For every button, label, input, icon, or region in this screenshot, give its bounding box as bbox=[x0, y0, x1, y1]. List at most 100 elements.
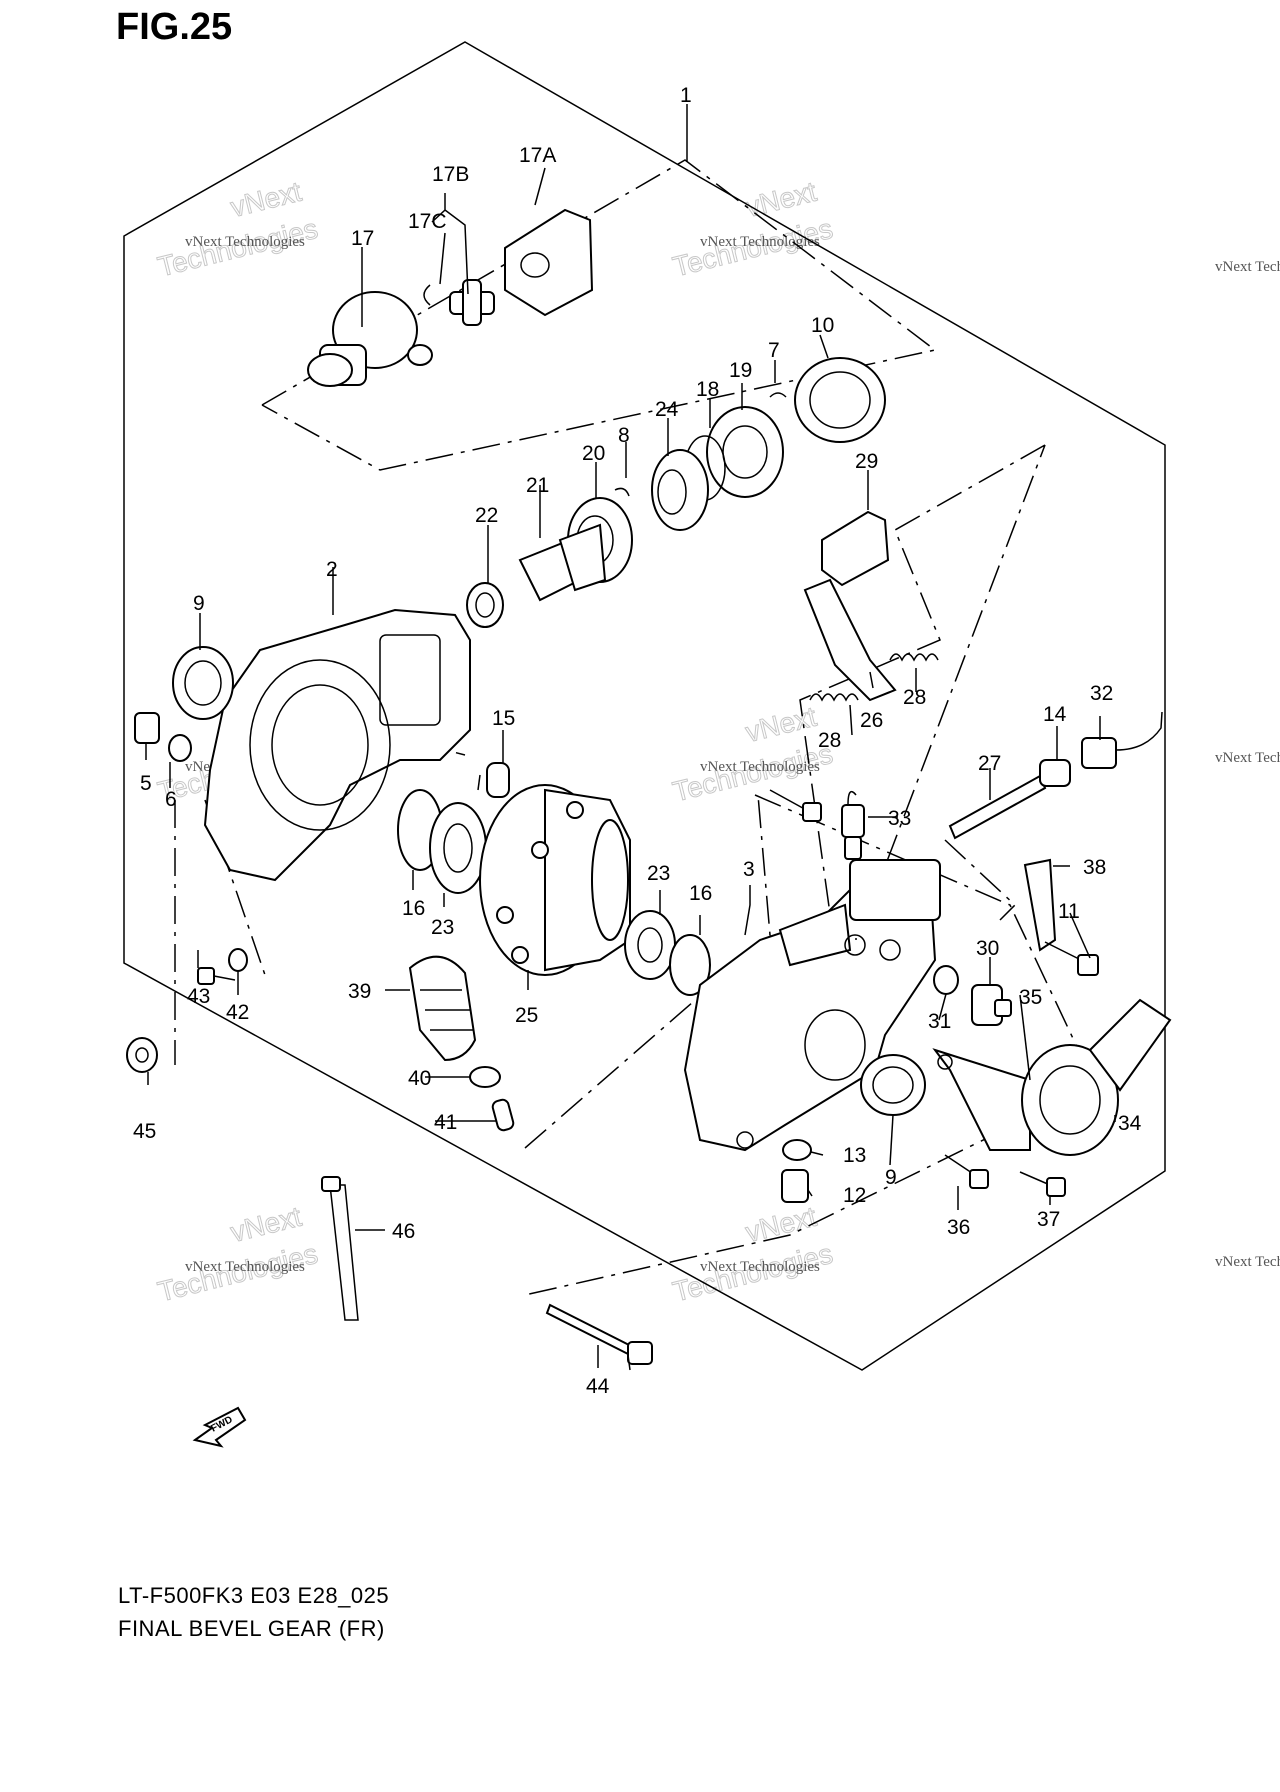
callout-38: 38 bbox=[1083, 856, 1106, 879]
callout-39: 39 bbox=[348, 980, 371, 1003]
callout-3: 3 bbox=[743, 858, 755, 881]
watermark-big-text: vNext bbox=[742, 1201, 819, 1248]
leader-lines bbox=[145, 104, 1116, 1371]
part-38-bracket bbox=[1023, 858, 1057, 952]
callout-42: 42 bbox=[226, 1001, 249, 1024]
callout-40: 40 bbox=[408, 1067, 431, 1090]
part-28-springs bbox=[809, 653, 939, 702]
part-35-actuator-bracket bbox=[932, 1048, 1031, 1151]
watermark-text: vNext Technologies bbox=[185, 1259, 305, 1275]
part-27-shift-rod bbox=[948, 774, 1047, 840]
callout-31: 31 bbox=[928, 1010, 951, 1033]
part-30-connector bbox=[971, 984, 1012, 1026]
callout-18: 18 bbox=[696, 378, 719, 401]
guide-line bbox=[524, 794, 771, 1149]
part-31-o-ring bbox=[933, 965, 959, 995]
part-33-switch bbox=[841, 790, 865, 860]
callout-25: 25 bbox=[515, 1004, 538, 1027]
callout-17c: 17C bbox=[408, 210, 447, 233]
part-10-oil-seal bbox=[794, 357, 886, 443]
part-16-shim bbox=[669, 934, 711, 996]
part-25-ring-gear-assembly bbox=[479, 784, 631, 976]
guide-line bbox=[477, 774, 481, 791]
part-21-pinion bbox=[518, 523, 607, 602]
part-39-boot bbox=[408, 955, 477, 1062]
watermark-big-text: vNext bbox=[742, 701, 819, 748]
callout-6: 6 bbox=[165, 788, 177, 811]
part-11-bolt bbox=[1044, 941, 1099, 976]
callout-2: 2 bbox=[326, 558, 338, 581]
part-3-main-housing bbox=[683, 859, 941, 1152]
callout-17a: 17A bbox=[519, 144, 556, 167]
callout-41: 41 bbox=[434, 1111, 457, 1134]
part-46-hose-clip bbox=[321, 1176, 359, 1321]
callout-28-left: 28 bbox=[818, 729, 841, 752]
callout-24: 24 bbox=[655, 398, 679, 421]
part-36-bolt bbox=[944, 1154, 989, 1189]
guide-line bbox=[204, 799, 266, 976]
callout-11: 11 bbox=[1058, 900, 1080, 923]
callout-15: 15 bbox=[492, 707, 515, 730]
callout-28-right: 28 bbox=[903, 686, 926, 709]
callout-44: 44 bbox=[586, 1375, 610, 1398]
callout-37: 37 bbox=[1037, 1208, 1060, 1231]
watermark-text: vNext Technologies bbox=[700, 759, 820, 775]
callout-10: 10 bbox=[811, 314, 834, 337]
callout-35: 35 bbox=[1019, 986, 1042, 1009]
part-34-actuator-motor bbox=[1021, 998, 1172, 1156]
callout-20: 20 bbox=[582, 442, 605, 465]
watermark-text: vNext Technologies bbox=[700, 234, 820, 250]
watermark-text: vNext Technologies bbox=[1215, 259, 1280, 275]
callout-22: 22 bbox=[475, 504, 498, 527]
callout-13: 13 bbox=[843, 1144, 866, 1167]
part-17c-clip bbox=[423, 284, 431, 306]
part-2-housing-cover bbox=[203, 608, 471, 882]
watermark-big-text: vNext bbox=[227, 1201, 304, 1248]
part-17b-cross bbox=[449, 279, 495, 326]
callout-16-left: 16 bbox=[402, 897, 425, 920]
watermark-big-text: vNext bbox=[227, 176, 304, 223]
callout-14: 14 bbox=[1043, 703, 1067, 726]
part-14-grommet bbox=[1039, 759, 1071, 787]
callout-5: 5 bbox=[140, 772, 152, 795]
part-37-bolt bbox=[1019, 1171, 1066, 1197]
part-23-bearing bbox=[624, 910, 676, 980]
part-41-pin bbox=[491, 1098, 515, 1132]
part-8-clip bbox=[614, 487, 630, 497]
part-23-bearing bbox=[429, 802, 487, 894]
callout-23-left: 23 bbox=[431, 916, 454, 939]
part-22-needle-bearing bbox=[466, 582, 504, 628]
callout-17b: 17B bbox=[432, 163, 469, 186]
callout-32: 32 bbox=[1090, 682, 1113, 705]
part-12-drain-plug bbox=[781, 1169, 809, 1203]
part-7-clip bbox=[769, 392, 787, 398]
callout-1: 1 bbox=[680, 84, 692, 107]
guide-line bbox=[944, 839, 1017, 921]
callout-36: 36 bbox=[947, 1216, 970, 1239]
callout-26: 26 bbox=[860, 709, 883, 732]
callout-16-right: 16 bbox=[689, 882, 712, 905]
part-bolt bbox=[769, 789, 822, 822]
part-17-flange bbox=[307, 291, 433, 387]
part-32-sensor bbox=[1081, 711, 1163, 769]
part-19-bearing bbox=[706, 406, 784, 498]
callout-9-left: 9 bbox=[193, 592, 205, 615]
part-9-oil-seal bbox=[860, 1054, 926, 1116]
callout-17: 17 bbox=[351, 227, 374, 250]
part-5-plug bbox=[134, 712, 160, 744]
callout-27: 27 bbox=[978, 752, 1001, 775]
part-9-oil-seal bbox=[172, 646, 234, 720]
callout-29: 29 bbox=[855, 450, 878, 473]
callout-34: 34 bbox=[1118, 1112, 1142, 1135]
watermark-text: vNext Technologies bbox=[185, 234, 305, 250]
part-29-bracket bbox=[821, 510, 890, 587]
callout-30: 30 bbox=[976, 937, 999, 960]
part-24-collar bbox=[651, 449, 709, 531]
figure-title: FIG.25 bbox=[116, 6, 233, 48]
watermark-text: vNext Technologies bbox=[1215, 750, 1280, 766]
part-44-long-bolt bbox=[545, 1303, 653, 1365]
part-42-washer bbox=[228, 948, 248, 972]
callout-8: 8 bbox=[618, 424, 630, 447]
callout-19: 19 bbox=[729, 359, 752, 382]
